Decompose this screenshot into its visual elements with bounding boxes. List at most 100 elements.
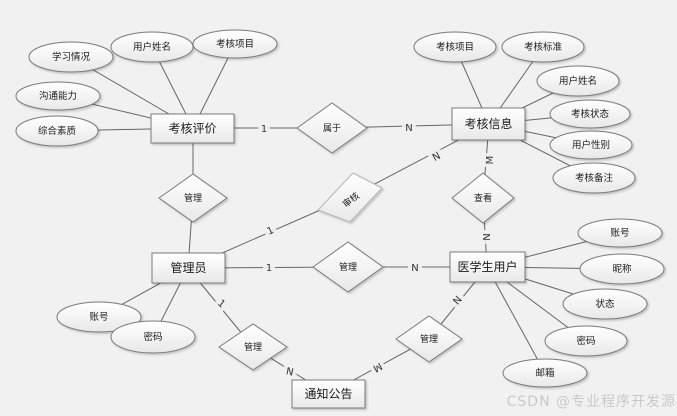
relationship-diamond — [312, 241, 384, 293]
attribute-student-status: 状态 — [562, 288, 648, 320]
relationship-manage-mid: 管理 — [312, 241, 384, 293]
attribute-label: 状态 — [595, 298, 615, 310]
relationship-diamond — [158, 173, 228, 223]
attribute-ellipse — [501, 31, 585, 63]
attribute-label: 用户姓名 — [133, 41, 171, 53]
relationship-diamond — [395, 315, 463, 363]
attribute-label: 昵称 — [612, 263, 632, 275]
attribute-ellipse — [110, 320, 196, 354]
cardinality-label: N — [408, 260, 422, 274]
relationship-label: 管理 — [184, 192, 202, 204]
entity-box — [291, 379, 366, 409]
attribute-ellipse — [192, 29, 278, 59]
relationship-diamond — [317, 172, 383, 223]
cardinality-label: M — [482, 153, 496, 167]
attribute-study-situation: 学习情况 — [28, 41, 114, 73]
entity-admin: 管理员 — [151, 252, 226, 284]
relationship-label: 查看 — [474, 192, 492, 204]
relationship-diamond — [218, 323, 288, 371]
cardinality-label: N — [447, 290, 467, 310]
attribute-ellipse — [28, 41, 114, 73]
entity-label: 医学生用户 — [457, 259, 517, 274]
attribute-label: 密码 — [576, 335, 595, 347]
relationship-belong: 属于 — [296, 102, 368, 154]
relationship-label: 管理 — [339, 261, 357, 273]
attribute-label: 沟通能力 — [39, 90, 77, 102]
attribute-label: 考核项目 — [216, 38, 254, 50]
attribute-admin-password: 密码 — [110, 320, 196, 354]
svg-text:N: N — [482, 233, 493, 240]
attribute-student-password: 密码 — [544, 325, 628, 357]
svg-text:M: M — [485, 156, 496, 165]
svg-text:1: 1 — [215, 298, 227, 311]
attribute-ellipse — [536, 65, 620, 97]
entity-box — [151, 252, 226, 284]
svg-text:N: N — [285, 366, 295, 378]
relationship-audit: 审核 — [317, 172, 383, 223]
cardinality-label: 1 — [258, 121, 270, 135]
entity-notice: 通知公告 — [291, 379, 366, 409]
relationship-label: 属于 — [323, 123, 341, 134]
entity-student: 医学生用户 — [449, 251, 526, 283]
attribute-label: 综合素质 — [38, 125, 77, 137]
attribute-ellipse — [549, 99, 631, 129]
attribute-communication: 沟通能力 — [15, 81, 101, 111]
attribute-student-email: 邮箱 — [502, 358, 588, 388]
attribute-user-name-right: 用户姓名 — [536, 65, 620, 97]
cardinality-label: N — [479, 230, 493, 244]
attribute-ellipse — [56, 301, 142, 333]
attribute-ellipse — [502, 358, 588, 388]
cardinality-label: N — [402, 120, 416, 134]
entity-evaluation: 考核评价 — [150, 113, 235, 144]
attribute-quality: 综合素质 — [15, 115, 99, 147]
attribute-student-nickname: 昵称 — [579, 253, 665, 285]
attribute-label: 考核项目 — [436, 41, 474, 53]
relationship-manage-top: 管理 — [158, 173, 228, 223]
attribute-assess-project-right: 考核项目 — [413, 31, 497, 63]
attribute-student-account: 账号 — [577, 218, 663, 248]
attribute-label: 账号 — [610, 228, 629, 239]
svg-text:1: 1 — [266, 263, 272, 274]
attribute-user-gender: 用户性别 — [549, 130, 633, 160]
attribute-ellipse — [413, 31, 497, 63]
svg-text:N: N — [431, 151, 443, 164]
attribute-label: 邮箱 — [535, 367, 554, 379]
relationship-label: 管理 — [420, 333, 438, 345]
entity-label: 管理员 — [170, 260, 206, 275]
attribute-label: 账号 — [89, 312, 108, 323]
attribute-assess-status: 考核状态 — [549, 99, 631, 129]
svg-text:N: N — [405, 123, 412, 134]
entity-label: 通知公告 — [304, 387, 352, 401]
svg-text:1: 1 — [261, 124, 267, 135]
attribute-admin-account: 账号 — [56, 301, 142, 333]
entity-box — [150, 113, 235, 144]
relationship-manage-bottom-left: 管理 — [218, 323, 288, 371]
attribute-ellipse — [544, 325, 628, 357]
attribute-ellipse — [549, 130, 633, 160]
attribute-label: 密码 — [143, 331, 162, 343]
relationship-diamond — [451, 172, 515, 224]
relationship-label: 管理 — [244, 341, 262, 353]
watermark: CSDN @专业程序开发源 — [507, 394, 676, 410]
entity-info: 考核信息 — [451, 107, 526, 141]
svg-text:1: 1 — [265, 225, 275, 238]
cardinality-label: N — [281, 362, 299, 379]
attribute-label: 用户性别 — [572, 139, 610, 151]
attribute-assess-standard: 考核标准 — [501, 31, 585, 63]
cardinality-label: M — [368, 359, 388, 378]
entity-label: 考核信息 — [464, 116, 512, 131]
entity-box — [451, 107, 526, 141]
attribute-assess-project-left: 考核项目 — [192, 29, 278, 59]
cardinality-label: 1 — [261, 221, 278, 238]
entity-box — [449, 251, 526, 283]
cardinality-label: 1 — [213, 293, 232, 312]
relationship-manage-bottom-right: 管理 — [395, 315, 463, 363]
relationship-view: 查看 — [451, 172, 515, 224]
attribute-label: 考核标准 — [524, 41, 563, 53]
attribute-label: 考核状态 — [571, 108, 610, 120]
entity-label: 考核评价 — [168, 122, 216, 136]
cardinality-label: N — [426, 146, 445, 165]
relationship-diamond — [296, 102, 368, 154]
